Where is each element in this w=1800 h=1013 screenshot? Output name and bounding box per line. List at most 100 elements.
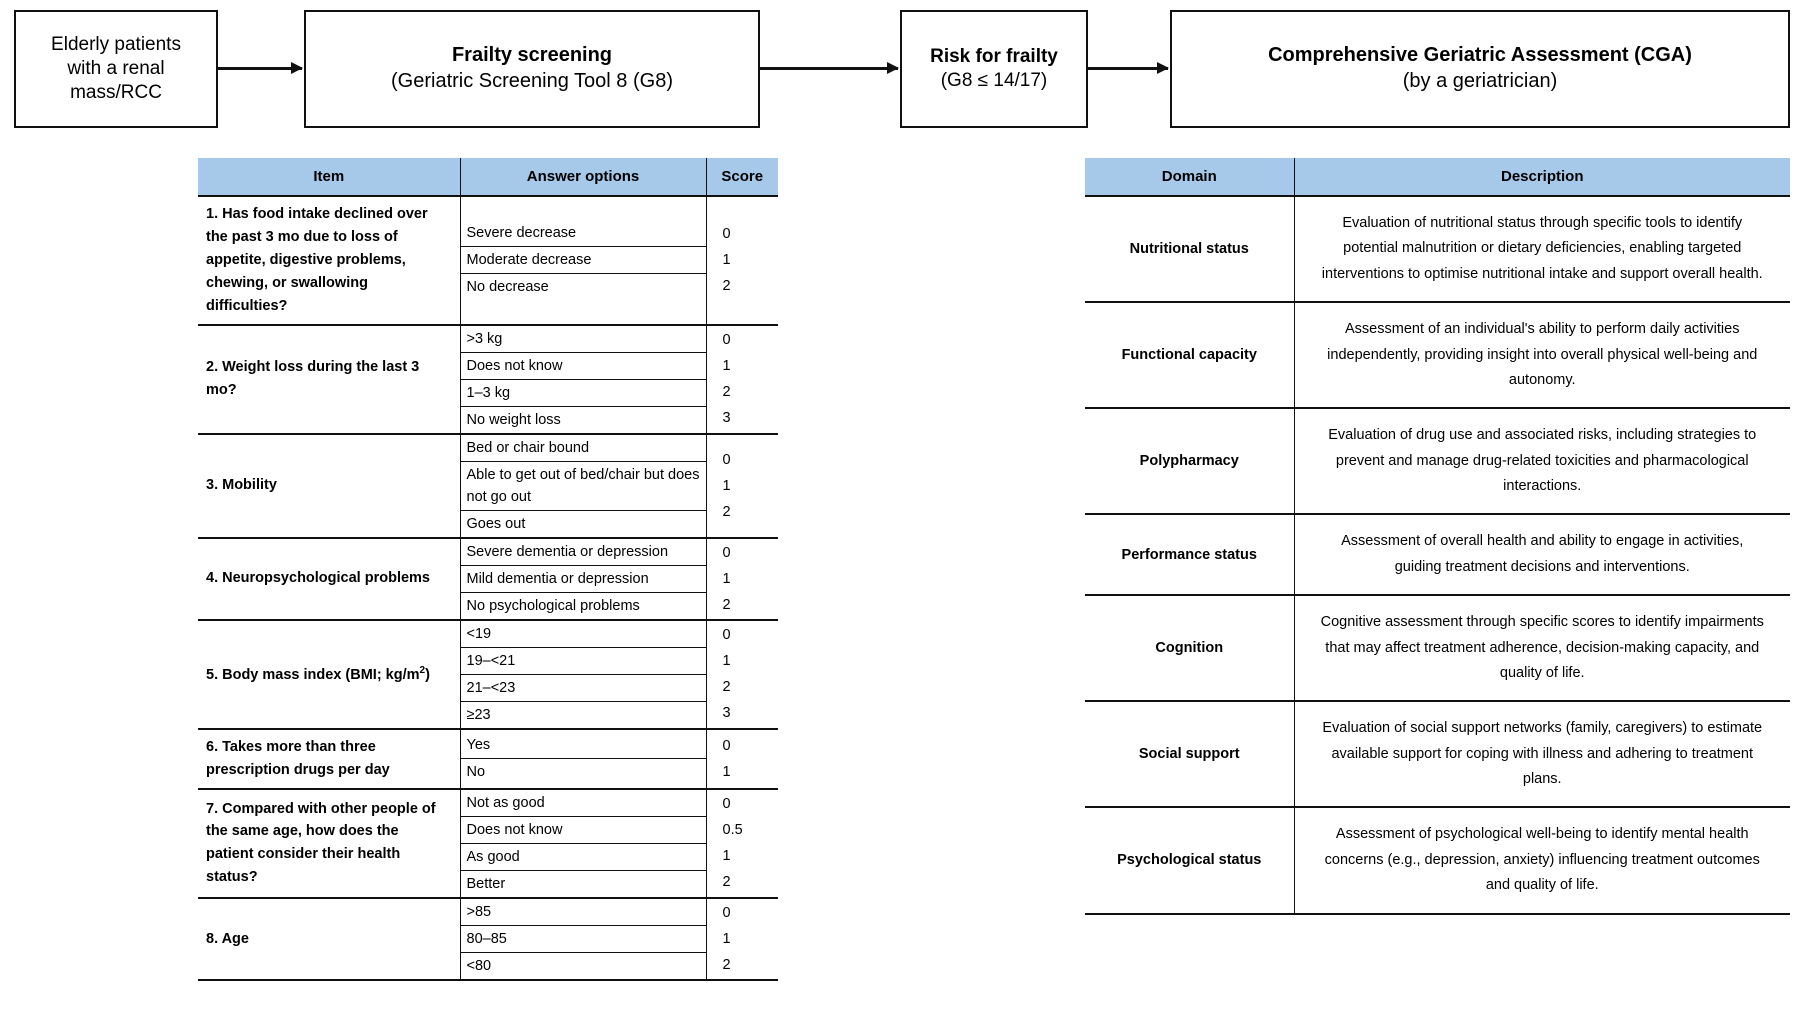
flow-box-line1: Comprehensive Geriatric Assessment (CGA)	[1268, 44, 1692, 67]
table-row: 7. Compared with other people of the sam…	[198, 787, 778, 899]
cga-description-cell: Cognitive assessment through specific sc…	[1293, 594, 1790, 703]
g8-screening-table: Item Answer options Score 1. Has food in…	[198, 158, 778, 982]
g8-item-cell: 3. Mobility	[198, 432, 460, 539]
g8-answer-option: 80–85	[460, 926, 706, 953]
cga-description-cell: Assessment of overall health and ability…	[1293, 513, 1790, 597]
g8-score-value: 1	[722, 570, 731, 587]
table-row: 1. Has food intake declined over the pas…	[198, 195, 778, 326]
g8-answer-option: As good	[460, 844, 706, 871]
flow-box-line2: (G8 ≤ 14/17)	[940, 70, 1048, 91]
g8-score-value: 2	[722, 874, 731, 891]
g8-score-value: 2	[722, 679, 731, 696]
cga-domain-cell: Cognition	[1085, 594, 1294, 703]
cga-domain-cell: Functional capacity	[1085, 301, 1294, 410]
g8-answer-option: No	[466, 764, 486, 781]
g8-header-score: Score	[705, 158, 778, 196]
g8-item-cell: 5. Body mass index (BMI; kg/m2)	[198, 618, 460, 731]
g8-answer-option: >3 kg	[460, 326, 706, 353]
g8-score-value: 0	[722, 904, 731, 921]
cga-table-head: Domain Description	[1085, 158, 1790, 196]
flow-box-line1: Elderly patients	[51, 33, 181, 55]
cga-domain-cell: Performance status	[1085, 513, 1294, 597]
g8-answer-option: Not as good	[460, 790, 706, 817]
arrow-to-frailty-screening	[218, 62, 303, 73]
g8-score-value: 2	[722, 384, 731, 401]
g8-answer-option: Does not know	[460, 353, 706, 380]
g8-score-value: 0.5	[722, 822, 743, 839]
g8-score-value: 1	[722, 252, 731, 269]
cga-domain-cell: Psychological status	[1085, 806, 1294, 915]
flow-box-elderly-patients: Elderly patients with a renal mass/RCC	[14, 10, 218, 128]
g8-score-value: 1	[722, 477, 731, 494]
cga-description-cell: Evaluation of drug use and associated ri…	[1293, 407, 1790, 516]
g8-table-head: Item Answer options Score	[198, 158, 778, 196]
g8-score-value: 3	[722, 705, 731, 722]
g8-answer-option: Yes	[460, 732, 706, 760]
arrow-to-cga	[1088, 62, 1169, 73]
g8-answer-option: <19	[460, 621, 706, 648]
process-flow-diagram: Elderly patients with a renal mass/RCC F…	[0, 0, 1800, 140]
g8-score-cell: 0 1 2 3	[705, 323, 778, 435]
g8-item-cell: 6. Takes more than three prescription dr…	[198, 728, 460, 790]
g8-score-value: 3	[722, 410, 731, 427]
cga-header-domain: Domain	[1085, 158, 1294, 196]
g8-answer-option: Bed or chair bound	[460, 435, 706, 462]
flow-box-line2: (by a geriatrician)	[1402, 70, 1558, 92]
g8-score-value: 2	[722, 957, 731, 973]
cga-description-cell: Assessment of an individual's ability to…	[1293, 301, 1790, 410]
g8-answer-option: >85	[460, 899, 706, 926]
flow-box-line2: with a renal	[67, 57, 165, 79]
g8-item-cell: 8. Age	[198, 896, 460, 982]
g8-score-value: 1	[722, 358, 731, 375]
table-row: 6. Takes more than three prescription dr…	[198, 728, 778, 790]
cga-description-cell: Evaluation of social support networks (f…	[1293, 700, 1790, 809]
cga-description-cell: Assessment of psychological well-being t…	[1293, 806, 1790, 915]
g8-item-cell: 4. Neuropsychological problems	[198, 536, 460, 621]
g8-answer-option: Does not know	[460, 817, 706, 844]
g8-score-value: 0	[722, 544, 731, 561]
g8-header-answer-options: Answer options	[459, 158, 706, 196]
g8-answer-option: 1–3 kg	[460, 380, 706, 407]
cga-domain-cell: Social support	[1085, 700, 1294, 809]
cga-header-description: Description	[1293, 158, 1790, 196]
cga-header-row: Domain Description	[1085, 158, 1790, 196]
g8-score-value: 0	[722, 226, 731, 243]
cga-domain-cell: Nutritional status	[1085, 194, 1294, 304]
g8-answer-option: Severe dementia or depression	[460, 539, 706, 566]
g8-score-value: 0	[722, 332, 731, 349]
g8-answer-option: No decrease	[466, 279, 549, 296]
g8-answer-option: Better	[466, 875, 506, 892]
table-row: 2. Weight loss during the last 3 mo?>3 k…	[198, 323, 778, 435]
g8-answer-option: No psychological problems	[466, 597, 640, 614]
g8-score-value: 1	[722, 653, 731, 670]
g8-score-value: 1	[722, 930, 731, 947]
superscript: 2	[419, 664, 426, 676]
g8-score-value: 0	[722, 737, 731, 754]
g8-score-value: 0	[722, 796, 731, 813]
g8-answer-option: <80	[466, 958, 492, 974]
